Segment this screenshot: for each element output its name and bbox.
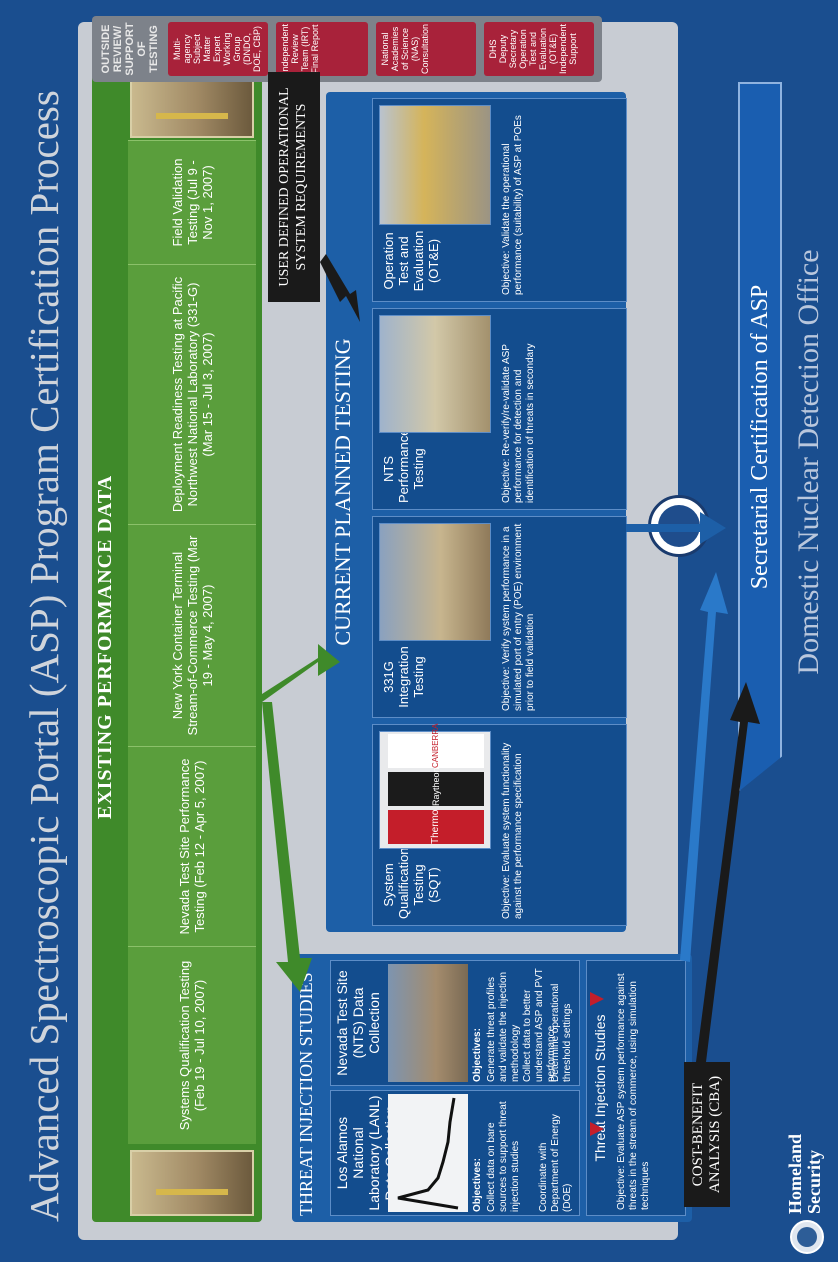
- threat-studies-title: Threat Injection Studies: [592, 1014, 608, 1162]
- lanl-objective-2: Coordinate with Department of Energy (DO…: [538, 1114, 573, 1212]
- nts-objective-3: Determine operational threshold settings: [550, 983, 573, 1082]
- epd-item-sqt: Systems Qualification Testing (Feb 19 - …: [128, 946, 256, 1144]
- nts-photo: [388, 964, 468, 1082]
- cpt-card-ote: Operation Test and Evaluation (OT&E) Obj…: [372, 98, 627, 302]
- raytheon-logo: Raytheon: [388, 767, 484, 806]
- spectrum-icon: [397, 1097, 459, 1210]
- user-defined-requirements: USER DEFINED OPERATIONAL SYSTEM REQUIREM…: [268, 72, 320, 302]
- threat-injection-title: THREAT INJECTION STUDIES: [296, 972, 316, 1216]
- footer-office-name: Domestic Nuclear Detection Office: [792, 249, 825, 675]
- cpt-nts-photo: [379, 315, 491, 433]
- cost-benefit-analysis: COST-BENEFIT ANALYSIS (CBA): [684, 1062, 730, 1207]
- lanl-spectrum-chart: [388, 1094, 468, 1212]
- lanl-objectives-label: Objectives:: [472, 1158, 483, 1212]
- outside-review-header: OUTSIDE REVIEW/ SUPPORT OF TESTING: [100, 22, 160, 76]
- cpt-nts-objective: Objective: Re-verify/re-validate ASP per…: [501, 343, 536, 503]
- cpt-card-nts: NTS Performance Testing Objective: Re-ve…: [372, 308, 627, 510]
- nts-title: Nevada Test Site (NTS) Data Collection: [334, 970, 382, 1076]
- canberra-logo: CANBERRA: [388, 724, 484, 768]
- cpt-nts-title: NTS Performance Testing: [381, 428, 426, 503]
- dhs-seal-center: [658, 505, 700, 547]
- cpt-331g-title: 331G Integration Testing: [381, 646, 426, 708]
- cpt-card-331g: 331G Integration Testing Objective: Veri…: [372, 516, 627, 718]
- epd-item-pnnl: Deployment Readiness Testing at Pacific …: [128, 264, 256, 524]
- cpt-331g-objective: Objective: Verify system performance in …: [501, 523, 536, 711]
- review-item-multiagency: Multi-agency Subject Matter Expert Worki…: [168, 22, 268, 76]
- page-title: Advanced Spectroscopic Portal (ASP) Prog…: [21, 90, 67, 1222]
- cpt-ote-objective: Objective: Validate the operational perf…: [501, 115, 524, 295]
- cpt-sqt-title: System Qualification Testing (SQT): [381, 847, 441, 919]
- nts-objective-2: Collect data to better understand ASP an…: [522, 968, 557, 1082]
- nts-objectives-label: Objectives:: [472, 1028, 483, 1082]
- existing-performance-header: EXISTING PERFORMANCE DATA: [94, 474, 116, 820]
- cpt-sqt-objective: Objective: Evaluate system functionality…: [501, 742, 524, 919]
- homeland-security-label: Homeland Security: [785, 1133, 824, 1214]
- cpt-ote-photo: [379, 105, 491, 225]
- nts-objective-1: Generate threat profiles and validate th…: [486, 971, 521, 1082]
- cpt-card-sqt: System Qualification Testing (SQT) Therm…: [372, 724, 627, 926]
- cpt-ote-title: Operation Test and Evaluation (OT&E): [381, 230, 441, 292]
- cpt-331g-photo: [379, 523, 491, 641]
- secretarial-certification: Secretarial Certification of ASP: [738, 82, 782, 792]
- homeland-seal-center: [797, 1227, 817, 1247]
- epd-item-nts: Nevada Test Site Performance Testing (Fe…: [128, 746, 256, 946]
- lanl-title: Los Alamos National Laboratory (LANL) Da…: [334, 1095, 398, 1211]
- current-planned-title: CURRENT PLANNED TESTING: [330, 338, 355, 646]
- left-field-photo: [130, 1150, 254, 1216]
- cpt-sqt-photo: Thermo Raytheon CANBERRA: [379, 724, 491, 849]
- review-item-dhs-deputy: DHS Deputy Secretary Operation Test and …: [484, 22, 594, 76]
- review-item-irt: Independent Review Team (IRT) Final Repo…: [276, 22, 368, 76]
- review-item-nas: National Academies of Science (NAS) Cons…: [376, 22, 476, 76]
- thermo-logo: Thermo: [388, 810, 484, 844]
- epd-item-nyct: New York Container Terminal Stream-of-Co…: [128, 524, 256, 746]
- lanl-objective-1: Collect data on bare sources to support …: [486, 1101, 521, 1212]
- threat-studies-objective: Objective: Evaluate ASP system performan…: [616, 973, 651, 1210]
- right-field-photo: [130, 76, 254, 138]
- epd-item-field-validation: Field Validation Testing (Jul 9 - Nov 1,…: [128, 140, 256, 264]
